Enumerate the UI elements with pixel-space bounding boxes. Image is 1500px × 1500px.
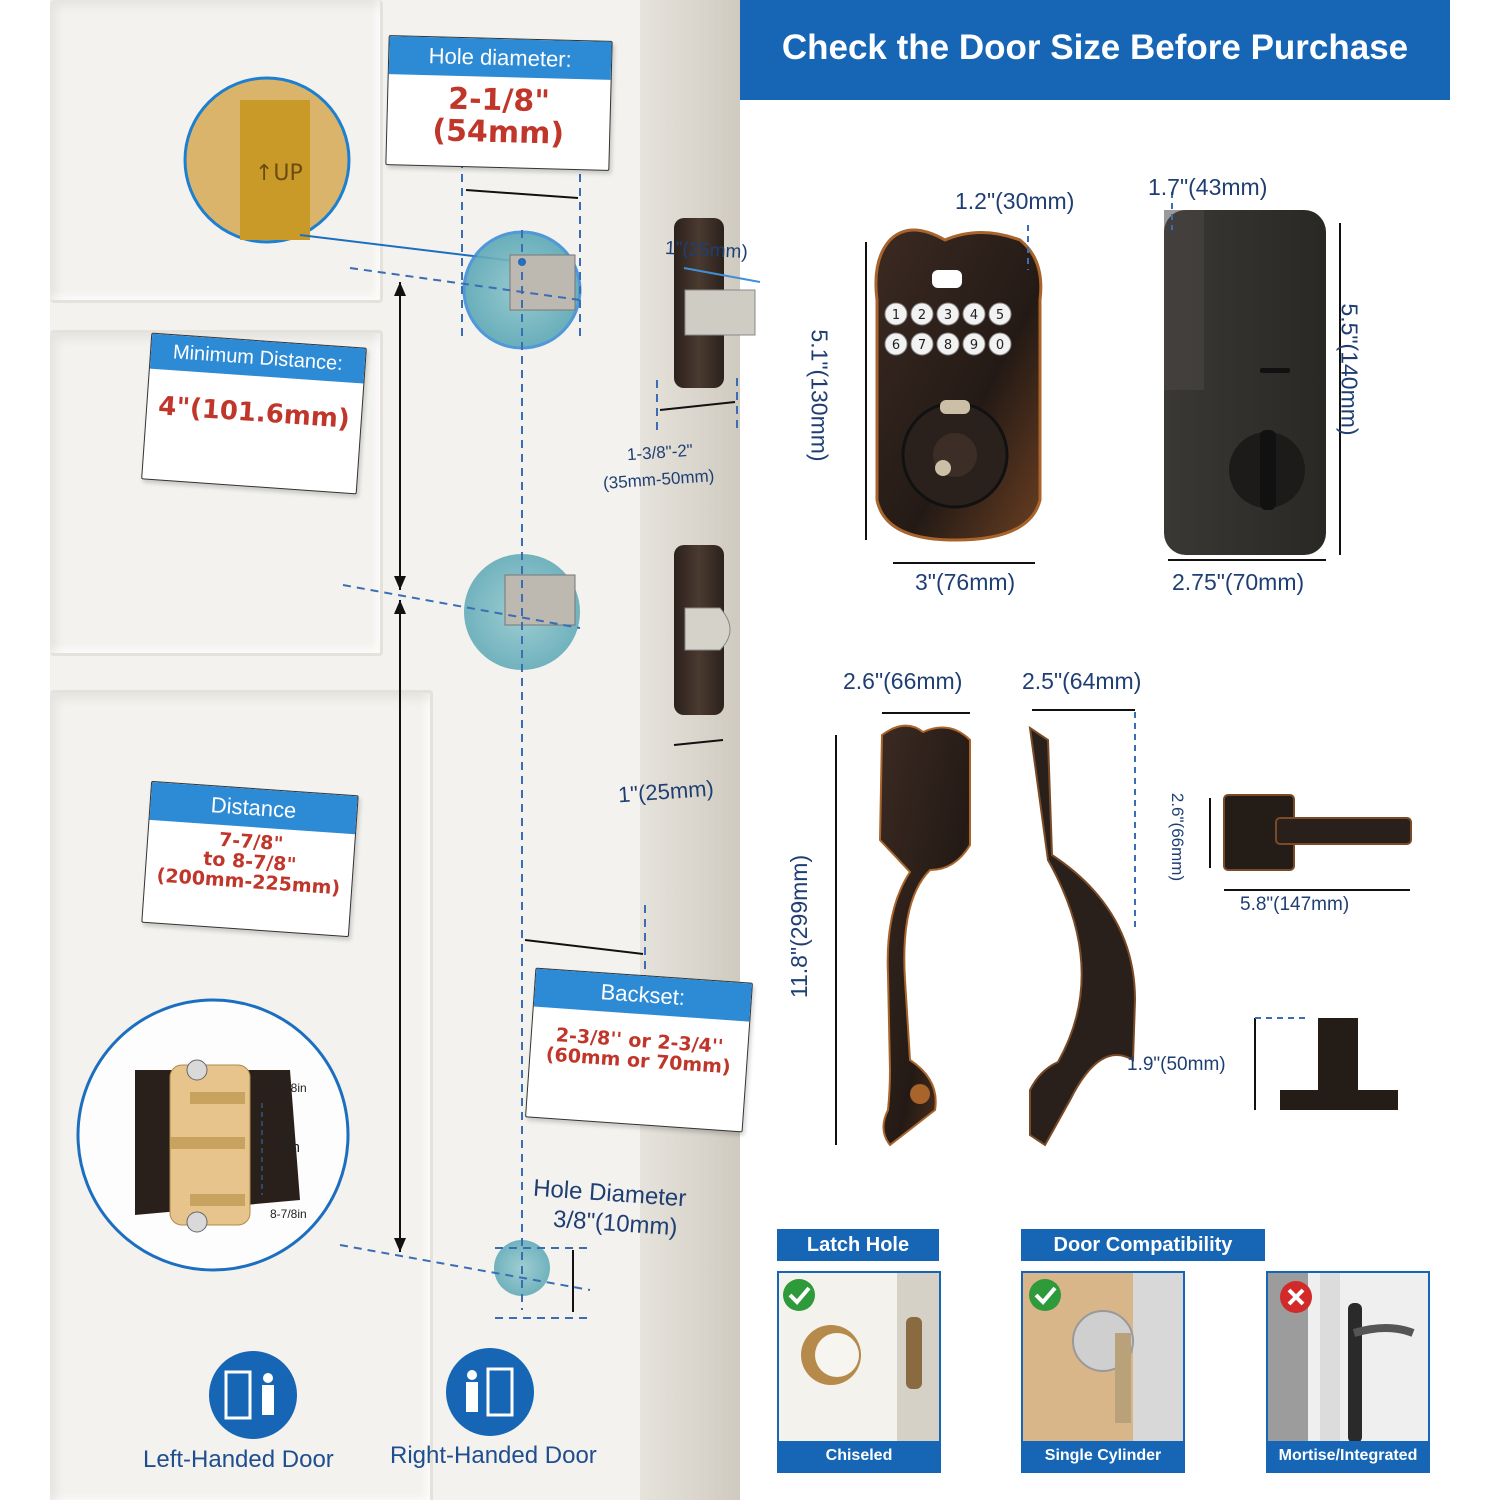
keypad-key (936, 302, 960, 326)
lever-height-label: 2.6"(66mm) (1168, 792, 1188, 882)
door-panel-top (50, 0, 383, 303)
lever-handle (1223, 794, 1412, 871)
inside-depth-label: 1.7"(43mm) (1148, 174, 1268, 200)
keypad-key (962, 332, 986, 356)
right-handed-door-icon (446, 1348, 534, 1436)
handle-width-side-label: 2.5"(64mm) (1022, 668, 1142, 694)
door-panel-lower (50, 690, 433, 1500)
lever-depth-label: 1.9"(50mm) (1127, 1054, 1226, 1075)
keypad-exterior-lock (874, 228, 1043, 542)
keypad-key-label: 6 (892, 338, 900, 353)
handle-width-front-label: 2.6"(66mm) (843, 668, 963, 694)
keypad-key (988, 332, 1012, 356)
keypad-height-label: 5.1"(130mm) (806, 329, 833, 462)
latch-hole-photo (783, 1273, 939, 1471)
handle-front (878, 724, 971, 1147)
handle-height-label: 11.8"(299mm) (786, 854, 813, 999)
keypad-key-label: 0 (996, 338, 1004, 353)
svg-text:↑UP: ↑UP (255, 161, 303, 186)
header-banner (740, 0, 1450, 100)
minimum-distance-card: Minimum Distance: 4"(101.6mm) (141, 332, 367, 495)
single-cylinder-caption: Single Cylinder (1023, 1441, 1183, 1471)
product-diagram: 1 2 3 4 5 6 7 8 9 0 (835, 192, 1412, 1147)
keypad-depth-label: 1.2"(30mm) (955, 188, 1075, 214)
backset-card: Backset: 2-3/8'' or 2-3/4'' (60mm or 70m… (525, 967, 753, 1133)
keypad-key-label: 3 (944, 308, 952, 323)
keypad-key-label: 9 (970, 338, 978, 353)
hole-diameter-title: Hole diameter: (388, 36, 612, 80)
keypad-key (910, 302, 934, 326)
keypad-key-label: 5 (996, 308, 1004, 323)
single-cylinder-tile: Single Cylinder (1021, 1271, 1185, 1473)
keypad-key-label: 1 (892, 308, 900, 323)
keypad-key (910, 332, 934, 356)
lever-width-label: 5.8"(147mm) (1240, 894, 1350, 915)
keypad-width-label: 3"(76mm) (915, 569, 1016, 595)
single-cylinder-photo (1023, 1273, 1183, 1471)
keypad-key (884, 302, 908, 326)
keypad-key-label: 4 (970, 308, 978, 323)
left-handed-door-label: Left-Handed Door (143, 1446, 334, 1473)
hole-diameter-card: Hole diameter: 2-1/8" (54mm) (385, 35, 613, 171)
latch-hole-tile: Chiseled (777, 1271, 941, 1473)
mortise-tile: Mortise/Integrated (1266, 1271, 1430, 1473)
left-handed-door-icon (209, 1351, 297, 1439)
template-bottom-label: 8-7/8in (270, 1207, 307, 1221)
door-diagram: ↑UP (76, 76, 760, 1439)
interior-unit (1164, 210, 1326, 555)
template-middle-label: 1in (280, 1139, 301, 1156)
faceplate-width-top: 1"(25mm) (664, 237, 749, 264)
handle-side (1028, 725, 1137, 1147)
page-title: Check the Door Size Before Purchase (781, 28, 1409, 67)
keypad-key (962, 302, 986, 326)
right-handed-door-label: Right-Handed Door (390, 1442, 597, 1469)
drill-template-zoom (76, 998, 350, 1272)
distance-card: Distance 7-7/8" to 8-7/8" (200mm-225mm) (141, 780, 359, 938)
keypad-key-label: 8 (944, 338, 952, 353)
keypad-keys: 1 2 3 4 5 6 7 8 9 0 (884, 302, 1012, 356)
latch-hole-caption: Chiseled (779, 1441, 939, 1471)
keypad-key (988, 302, 1012, 326)
keypad-key-label: 7 (918, 338, 926, 353)
inside-height-label: 5.5"(140mm) (1336, 303, 1363, 436)
lever-side (1280, 1018, 1398, 1110)
latch-hole-title: Latch Hole (777, 1229, 939, 1261)
inside-width-label: 2.75"(70mm) (1172, 569, 1305, 595)
keypad-key (884, 332, 908, 356)
keypad-key-label: 2 (918, 308, 926, 323)
template-top-label: 7-7/8in (270, 1081, 307, 1095)
mortise-caption: Mortise/Integrated (1268, 1441, 1428, 1471)
keypad-key (936, 332, 960, 356)
mortise-photo (1268, 1273, 1428, 1471)
door-panel-middle (50, 330, 383, 656)
hole-diameter-value-mm: (54mm) (431, 112, 565, 152)
latch-zoom-circle: ↑UP (183, 76, 523, 263)
door-compat-title: Door Compatibility (1021, 1229, 1265, 1261)
